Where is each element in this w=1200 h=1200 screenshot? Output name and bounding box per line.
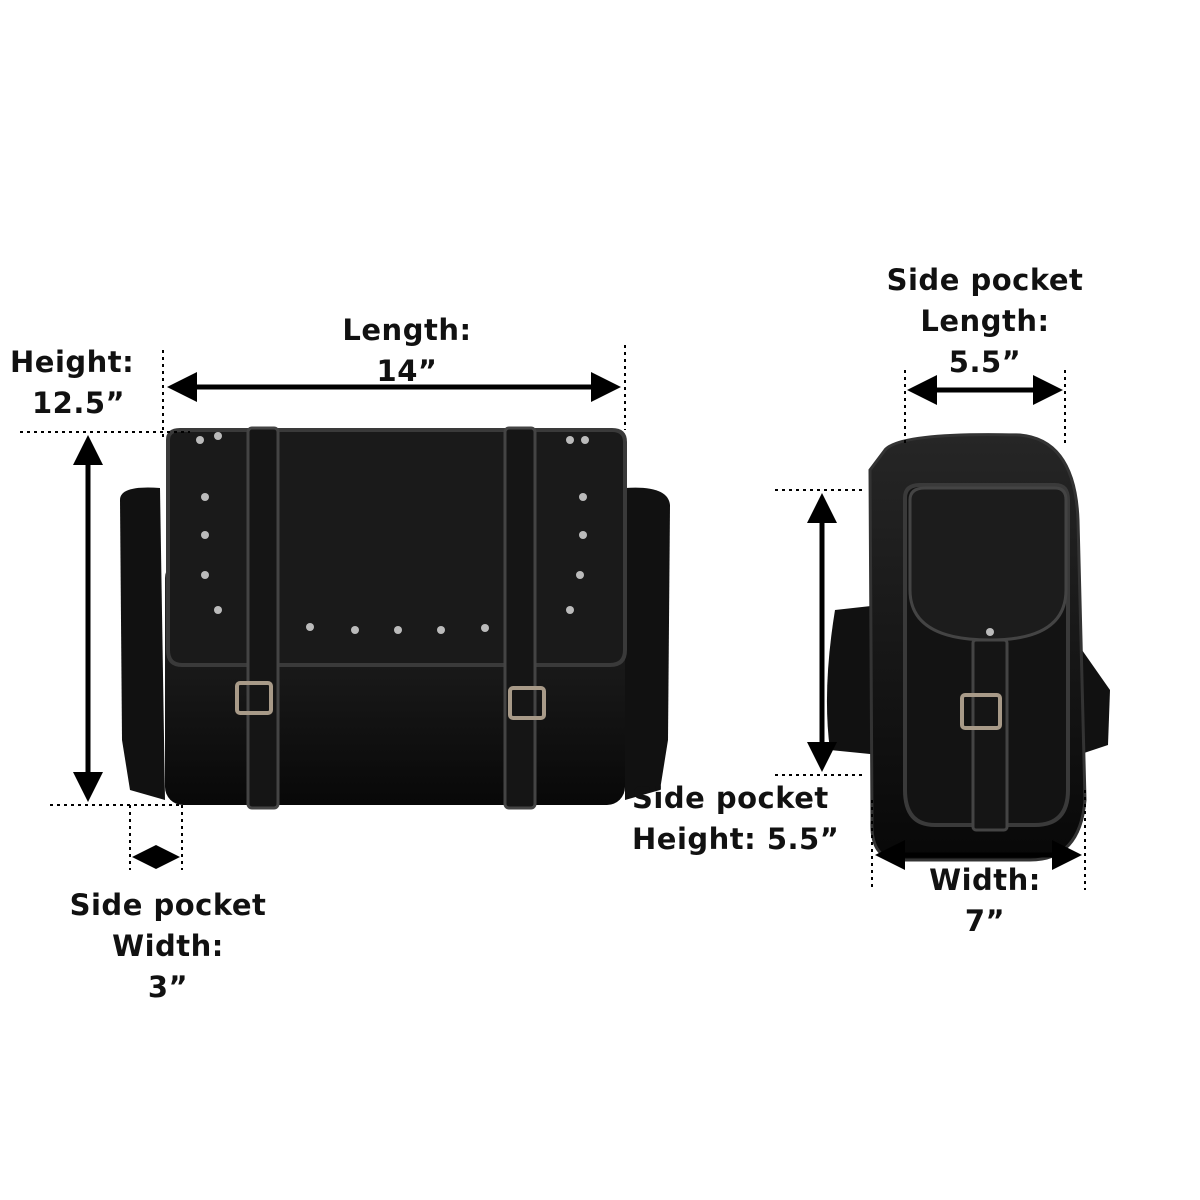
side-pocket-width-value: 3”: [147, 970, 189, 1004]
side-pocket-width-subtitle: Width:: [112, 929, 224, 963]
length-label: Length: 14”: [307, 310, 507, 392]
length-label-value: 14”: [376, 354, 438, 388]
side-pocket-width-title: Side pocket: [69, 888, 267, 922]
height-label-title: Height:: [10, 345, 135, 379]
side-pocket-height-title: Side pocket: [632, 781, 829, 815]
width-label-value: 7”: [964, 904, 1006, 938]
side-pocket-width-label: Side pocket Width: 3”: [48, 885, 288, 1008]
width-label-title: Width:: [929, 863, 1041, 897]
bag-side-view: [826, 433, 1110, 862]
length-label-title: Length:: [342, 313, 472, 347]
width-label: Width: 7”: [895, 860, 1075, 942]
studs: [196, 432, 589, 634]
side-pocket-height-label: Side pocket Height: 5.5”: [632, 778, 867, 860]
main-bag-front-view: [120, 426, 670, 810]
side-pocket-length-value: 5.5”: [948, 345, 1022, 379]
side-pocket-length-title: Side pocket: [886, 263, 1084, 297]
side-pocket-length-subtitle: Length:: [920, 304, 1050, 338]
height-label: Height: 12.5”: [10, 342, 155, 424]
side-pocket-height-value: Height: 5.5”: [632, 822, 840, 856]
guide-lines: [20, 345, 1086, 890]
side-pocket-length-label: Side pocket Length: 5.5”: [860, 260, 1110, 383]
dimension-arrows: [73, 372, 1082, 870]
height-label-value: 12.5”: [32, 386, 126, 420]
buckles: [235, 681, 546, 720]
